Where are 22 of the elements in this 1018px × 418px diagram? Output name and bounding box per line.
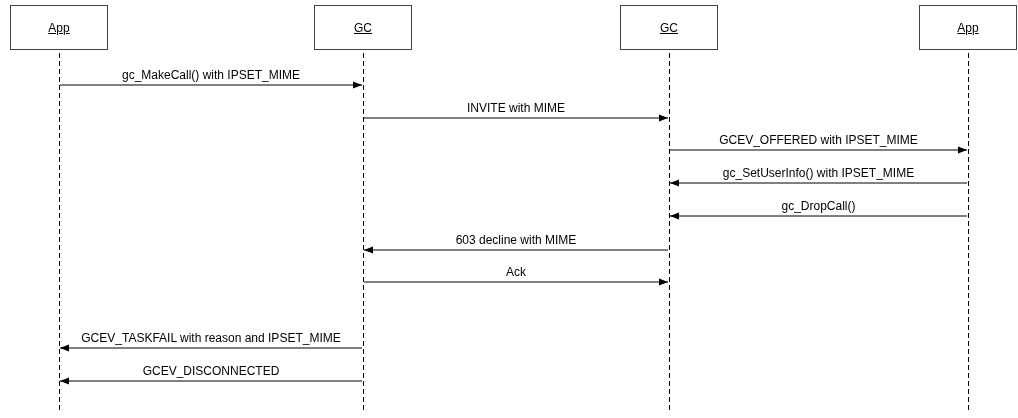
message-arrow bbox=[59, 81, 363, 89]
message-label: gc_SetUserInfo() with IPSET_MIME bbox=[721, 166, 916, 180]
message-arrow bbox=[59, 377, 363, 385]
message-label: GCEV_OFFERED with IPSET_MIME bbox=[718, 133, 919, 147]
participant-name: GC bbox=[660, 20, 678, 35]
message-label: GCEV_TASKFAIL with reason and IPSET_MIME bbox=[80, 331, 342, 345]
message-arrow bbox=[669, 212, 968, 220]
message-label: INVITE with MIME bbox=[466, 101, 566, 115]
message-label: 603 decline with MIME bbox=[454, 233, 578, 247]
message-arrow bbox=[59, 344, 363, 352]
message-label: Ack bbox=[505, 265, 527, 279]
participant-name: App bbox=[48, 20, 70, 35]
message-label: GCEV_DISCONNECTED bbox=[141, 364, 281, 378]
message-arrow bbox=[363, 246, 669, 254]
participant-name: GC bbox=[354, 20, 372, 35]
participant-name: App bbox=[957, 20, 979, 35]
message-arrow bbox=[669, 179, 968, 187]
message-arrow bbox=[363, 278, 669, 286]
message-arrow bbox=[363, 114, 669, 122]
message-label: gc_MakeCall() with IPSET_MIME bbox=[121, 68, 301, 82]
message-arrow bbox=[669, 146, 968, 154]
message-label: gc_DropCall() bbox=[780, 199, 857, 213]
